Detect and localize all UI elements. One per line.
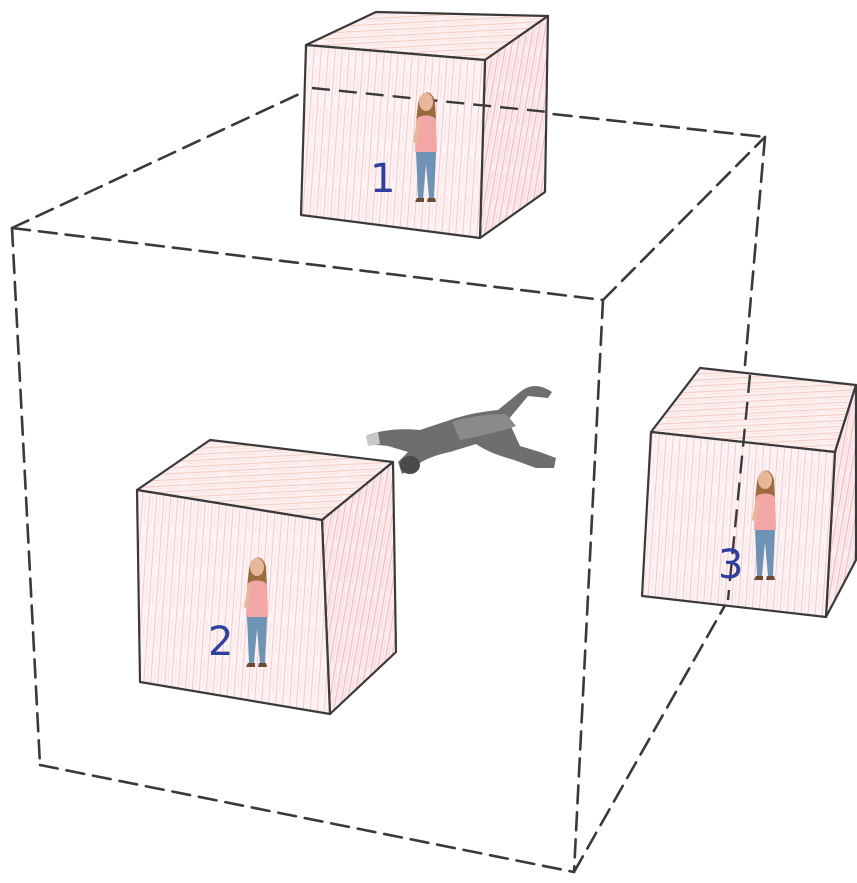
box-3: [642, 368, 856, 617]
box-3-number: 3: [718, 542, 743, 588]
floating-person-icon: [366, 386, 556, 474]
box-1-number: 1: [370, 156, 395, 202]
box-2-number: 2: [208, 619, 233, 665]
